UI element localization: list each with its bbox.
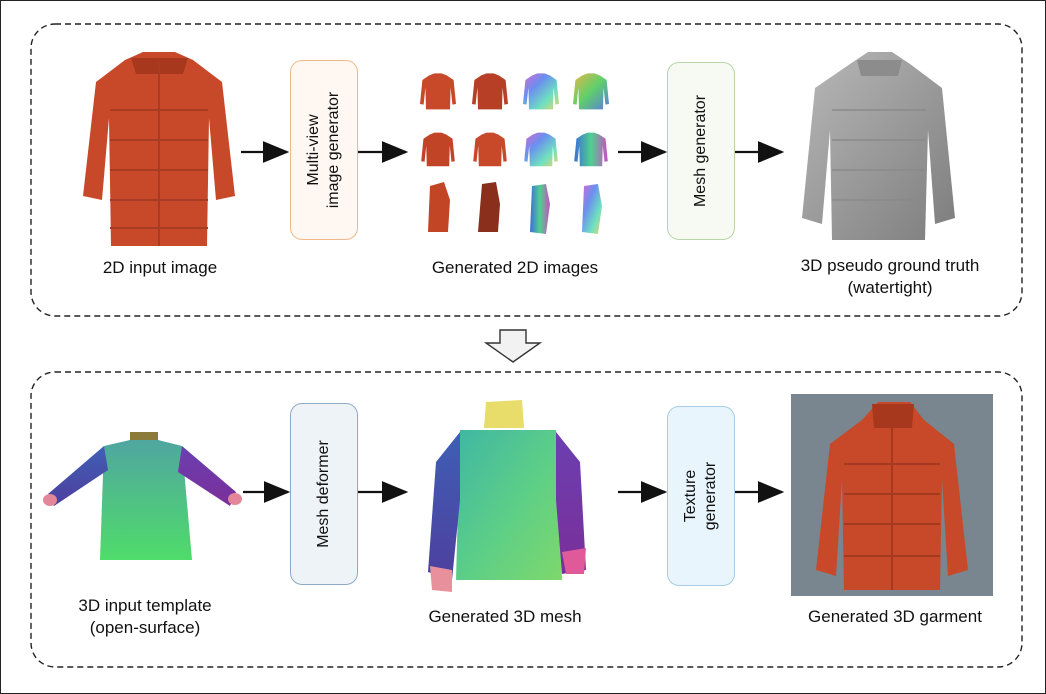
caption-line2: (watertight): [847, 278, 933, 297]
generated-3d-garment: [791, 394, 993, 596]
top-panel: [30, 23, 1023, 317]
pseudo-ground-truth-mesh: [802, 52, 955, 240]
stage-label: Mesh deformer: [315, 440, 332, 548]
caption-3d-input-template: 3D input template (open-surface): [40, 595, 250, 639]
caption-pseudo-ground-truth: 3D pseudo ground truth (watertight): [770, 255, 1010, 299]
stage-label: Mesh generator: [692, 94, 709, 208]
stage-label-line1: Multi-view: [305, 114, 322, 186]
input-template-mesh: [43, 432, 242, 560]
mesh-deformer-stage: Mesh deformer: [290, 403, 358, 585]
generated-views-grid: [420, 73, 609, 234]
generated-3d-mesh: [428, 400, 586, 592]
hollow-down-arrow-icon: [483, 329, 543, 363]
stage-label-line2: generator: [702, 461, 719, 531]
caption-line1: 3D pseudo ground truth: [800, 256, 980, 275]
caption-2d-input-image: 2D input image: [102, 258, 218, 277]
bottom-panel: [30, 371, 1023, 668]
caption-generated-3d-garment: Generated 3D garment: [808, 607, 982, 626]
caption-generated-2d-images: Generated 2D images: [431, 258, 599, 277]
stage-label-line2: image generator: [325, 91, 342, 209]
mesh-generator-stage: Mesh generator: [667, 62, 735, 240]
caption-line2: (open-surface): [89, 618, 201, 637]
stage-label-line1: Texture: [682, 469, 699, 523]
caption-line1: 3D input template: [78, 596, 212, 615]
caption-generated-3d-mesh: Generated 3D mesh: [428, 607, 582, 626]
input-jacket-image: [83, 52, 235, 246]
